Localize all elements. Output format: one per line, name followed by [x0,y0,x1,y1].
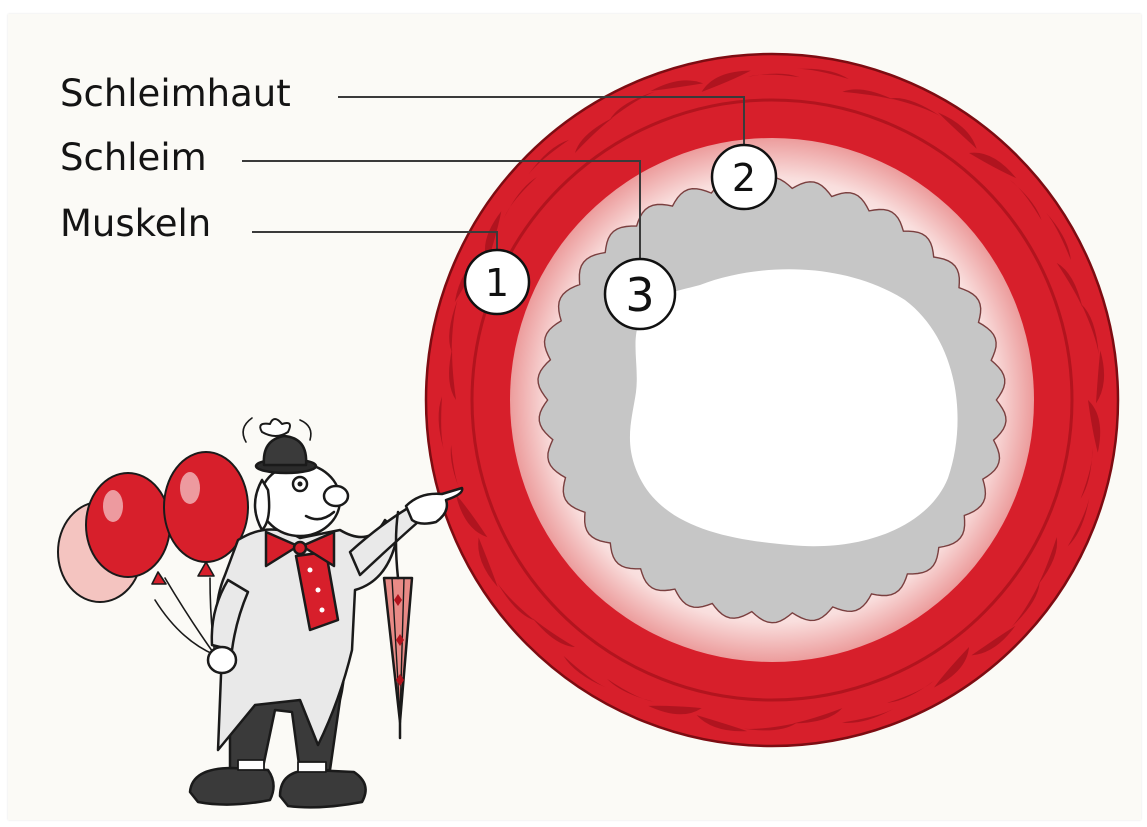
shoe-left [190,768,274,805]
balloon-red-left [86,473,170,577]
marker-2: 2 [712,145,776,209]
label-schleimhaut: Schleimhaut [60,75,291,112]
clown-nose [324,486,348,506]
balloon-strings [155,578,215,655]
label-schleim: Schleim [60,139,207,176]
marker-1-label: 1 [485,261,509,305]
label-muskeln: Muskeln [60,205,211,242]
hat-flower [260,419,290,436]
marker-1: 1 [465,250,529,314]
clown-illustration [58,418,462,807]
marker-2-label: 2 [732,156,756,200]
bowler-hat [264,436,306,465]
left-hand [208,647,236,673]
marker-3: 3 [605,259,675,329]
marker-3-label: 3 [625,268,654,322]
lumen [630,269,958,546]
shoe-right [280,770,366,807]
